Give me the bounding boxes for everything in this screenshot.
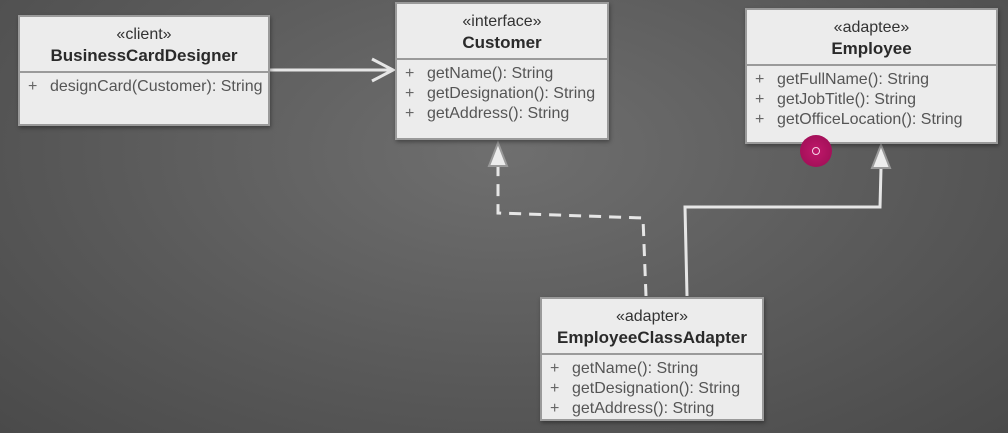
class-stereotype: «interface»: [462, 13, 542, 30]
operation-signature: getDesignation(): String: [427, 85, 596, 102]
class-box-employee[interactable]: «adaptee» Employee + getFullName(): Strin…: [745, 8, 998, 144]
operation-signature: getFullName(): String: [777, 71, 930, 88]
operation-row: + getName(): String: [405, 64, 599, 84]
class-stereotype: «adapter»: [615, 308, 689, 325]
operation-signature: getJobTitle(): String: [777, 91, 917, 108]
operation-row: + getAddress(): String: [550, 399, 754, 419]
class-name: BusinessCardDesigner: [50, 46, 238, 65]
class-operations: + getName(): String + getDesignation(): St…: [542, 355, 762, 423]
class-box-employee-class-adapter[interactable]: «adapter» EmployeeClassAdapter + getName(…: [540, 297, 764, 421]
operation-row: + getDesignation(): String: [550, 379, 754, 399]
operation-row: + getAddress(): String: [405, 104, 599, 124]
class-header: «adapter» EmployeeClassAdapter: [542, 299, 762, 355]
visibility-marker: +: [755, 111, 765, 128]
generalization-line: [683, 167, 883, 297]
operation-row: + designCard(Customer): String: [28, 77, 263, 97]
class-name: Customer: [462, 33, 542, 52]
operation-signature: getAddress(): String: [572, 400, 715, 417]
pointer-center-dot: [812, 147, 820, 155]
association-arrowhead: [371, 57, 397, 83]
operation-signature: getName(): String: [427, 65, 554, 82]
class-operations: + getName(): String + getDesignation(): St…: [397, 60, 607, 128]
class-box-customer[interactable]: «interface» Customer + getName(): String …: [395, 2, 609, 140]
operation-signature: getName(): String: [572, 360, 699, 377]
visibility-marker: +: [405, 105, 415, 122]
realization-arrowhead: [487, 140, 509, 167]
class-box-business-card-designer[interactable]: «client» BusinessCardDesigner + designCar…: [18, 15, 270, 126]
class-header: «interface» Customer: [397, 4, 607, 60]
operation-row: + getJobTitle(): String: [755, 90, 988, 110]
operation-signature: getOfficeLocation(): String: [777, 111, 963, 128]
class-operations: + designCard(Customer): String: [20, 73, 268, 101]
visibility-marker: +: [755, 71, 765, 88]
pointer-circle-icon: [800, 135, 832, 167]
visibility-marker: +: [550, 400, 560, 417]
visibility-marker: +: [550, 360, 560, 377]
class-name: EmployeeClassAdapter: [557, 328, 747, 347]
visibility-marker: +: [755, 91, 765, 108]
class-operations: + getFullName(): String + getJobTitle(): S…: [747, 66, 996, 134]
visibility-marker: +: [405, 85, 415, 102]
class-name: Employee: [831, 39, 912, 58]
operation-row: + getDesignation(): String: [405, 84, 599, 104]
visibility-marker: +: [405, 65, 415, 82]
visibility-marker: +: [28, 78, 38, 95]
operation-signature: getAddress(): String: [427, 105, 570, 122]
class-header: «client» BusinessCardDesigner: [20, 17, 268, 73]
operation-row: + getName(): String: [550, 359, 754, 379]
class-header: «adaptee» Employee: [747, 10, 996, 66]
operation-signature: designCard(Customer): String: [50, 78, 263, 95]
generalization-arrowhead: [870, 142, 892, 169]
class-stereotype: «client»: [116, 26, 172, 43]
operation-row: + getOfficeLocation(): String: [755, 110, 988, 130]
class-stereotype: «adaptee»: [833, 19, 910, 36]
operation-signature: getDesignation(): String: [572, 380, 741, 397]
visibility-marker: +: [550, 380, 560, 397]
realization-line: [496, 166, 648, 297]
operation-row: + getFullName(): String: [755, 70, 988, 90]
